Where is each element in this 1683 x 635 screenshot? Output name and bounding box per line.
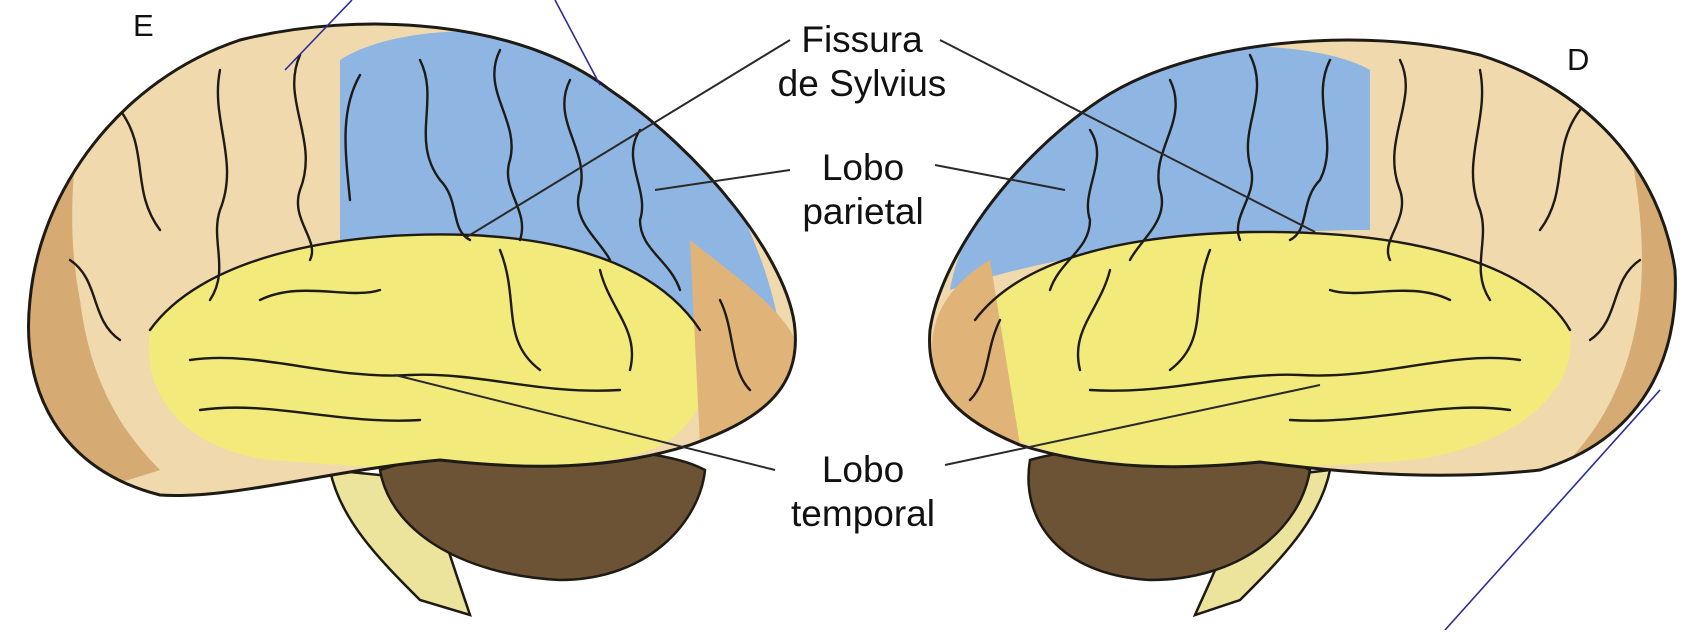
- parietal-label-line2: parietal: [778, 190, 948, 234]
- sylvius-label-line2: de Sylvius: [762, 62, 962, 106]
- left-side-label: E: [133, 8, 154, 45]
- parietal-label: Lobo parietal: [778, 146, 948, 233]
- left-hemisphere: [0, 0, 820, 615]
- temporal-label: Lobo temporal: [768, 448, 958, 535]
- sylvius-label: Fissura de Sylvius: [762, 18, 962, 105]
- right-hemisphere: [900, 0, 1683, 615]
- temporal-label-line1: Lobo: [768, 448, 958, 492]
- parietal-label-line1: Lobo: [778, 146, 948, 190]
- sylvius-label-line1: Fissura: [762, 18, 962, 62]
- temporal-label-line2: temporal: [768, 492, 958, 536]
- right-side-label: D: [1567, 42, 1589, 79]
